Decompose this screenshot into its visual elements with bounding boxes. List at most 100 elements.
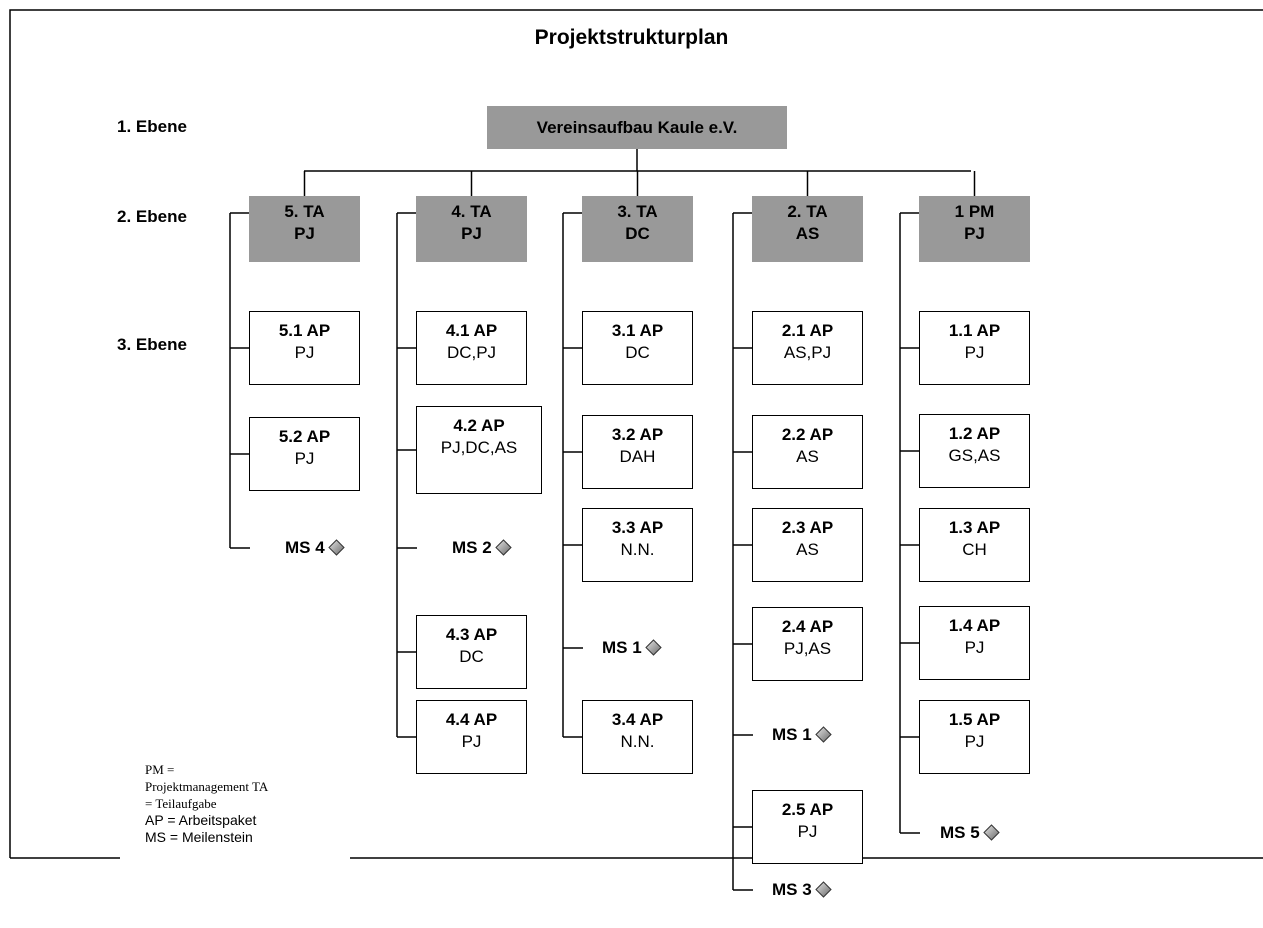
work-package-node: 2.1 AP AS,PJ: [752, 311, 863, 385]
diagram-title: Projektstrukturplan: [534, 26, 729, 49]
work-package-code: 1.5 AP: [948, 710, 1001, 729]
work-package-node: 4.4 AP PJ: [416, 700, 527, 774]
work-package-code: 2.4 AP: [781, 617, 834, 636]
work-package-owner: DC,PJ: [446, 343, 497, 362]
milestone-label: MS 5: [940, 823, 980, 842]
task-code: 3. TA: [617, 202, 658, 221]
task-code: 5. TA: [284, 202, 325, 221]
work-package-code: 3.1 AP: [611, 321, 664, 340]
legend-line-1: PM =: [145, 762, 175, 777]
task-owner: DC: [625, 224, 650, 243]
legend: PM = Projektmanagement TA = Teilaufgabe …: [145, 761, 335, 846]
work-package-owner: PJ: [294, 343, 315, 362]
work-package-code: 1.4 AP: [948, 616, 1001, 635]
task-node: 3. TA DC: [582, 196, 693, 262]
work-package-node: 4.2 AP PJ,DC,AS: [416, 406, 542, 494]
legend-line-2: Projektmanagement TA: [145, 779, 269, 794]
milestone: MS 1: [602, 638, 662, 658]
milestone-label: MS 1: [772, 725, 812, 744]
task-owner: PJ: [964, 224, 985, 243]
milestone: MS 4: [285, 538, 345, 558]
work-package-code: 3.2 AP: [611, 425, 664, 444]
milestone-diamond-icon: [814, 726, 832, 743]
work-package-node: 5.1 AP PJ: [249, 311, 360, 385]
milestone: MS 5: [940, 823, 1000, 843]
work-package-node: 2.5 AP PJ: [752, 790, 863, 864]
task-node: 5. TA PJ: [249, 196, 360, 262]
work-package-owner: CH: [962, 540, 987, 559]
legend-line-5: MS = Meilenstein: [145, 829, 253, 845]
work-package-code: 4.3 AP: [445, 625, 498, 644]
work-package-owner: DC: [625, 343, 650, 362]
task-owner: PJ: [461, 224, 482, 243]
work-package-code: 1.1 AP: [948, 321, 1001, 340]
milestone-diamond-icon: [327, 539, 345, 556]
work-package-node: 1.5 AP PJ: [919, 700, 1030, 774]
milestone-label: MS 4: [285, 538, 325, 557]
milestone-diamond-icon: [814, 881, 832, 898]
milestone: MS 2: [452, 538, 512, 558]
work-package-owner: PJ: [964, 732, 985, 751]
milestone-diamond-icon: [644, 639, 662, 656]
work-package-node: 3.3 AP N.N.: [582, 508, 693, 582]
work-package-node: 1.1 AP PJ: [919, 311, 1030, 385]
work-package-owner: GS,AS: [948, 446, 1001, 465]
work-package-code: 2.3 AP: [781, 518, 834, 537]
work-package-owner: PJ: [964, 343, 985, 362]
milestone-diamond-icon: [494, 539, 512, 556]
work-package-code: 3.3 AP: [611, 518, 664, 537]
legend-line-4: AP = Arbeitspaket: [145, 812, 257, 828]
milestone-label: MS 1: [602, 638, 642, 657]
work-package-owner: PJ,DC,AS: [440, 438, 518, 457]
milestone: MS 1: [772, 725, 832, 745]
legend-line-3: = Teilaufgabe: [145, 796, 217, 811]
milestone-diamond-icon: [982, 824, 1000, 841]
level-3-label: 3. Ebene: [117, 335, 187, 354]
work-package-owner: N.N.: [620, 732, 655, 751]
work-package-code: 4.2 AP: [453, 416, 505, 435]
task-node: 2. TA AS: [752, 196, 863, 262]
work-package-owner: PJ: [294, 449, 315, 468]
work-package-code: 1.3 AP: [948, 518, 1001, 537]
work-package-code: 2.1 AP: [781, 321, 834, 340]
work-package-code: 4.4 AP: [445, 710, 498, 729]
work-package-node: 1.3 AP CH: [919, 508, 1030, 582]
milestone-label: MS 3: [772, 880, 812, 899]
work-package-owner: AS: [796, 540, 819, 559]
milestone: MS 3: [772, 880, 832, 900]
work-package-owner: PJ: [964, 638, 985, 657]
task-code: 2. TA: [787, 202, 828, 221]
work-package-owner: PJ: [461, 732, 482, 751]
work-package-owner: DAH: [619, 447, 656, 466]
work-package-code: 4.1 AP: [445, 321, 498, 340]
task-node: 4. TA PJ: [416, 196, 527, 262]
work-package-owner: DC: [459, 647, 484, 666]
work-package-code: 1.2 AP: [948, 424, 1001, 443]
level-1-label: 1. Ebene: [117, 117, 187, 136]
work-package-node: 2.3 AP AS: [752, 508, 863, 582]
task-code: 1 PM: [954, 202, 995, 221]
task-owner: PJ: [294, 224, 315, 243]
work-package-node: 4.3 AP DC: [416, 615, 527, 689]
root-node: Vereinsaufbau Kaule e.V.: [487, 106, 787, 149]
work-package-node: 3.1 AP DC: [582, 311, 693, 385]
work-package-owner: AS,PJ: [783, 343, 832, 362]
work-package-node: 3.2 AP DAH: [582, 415, 693, 489]
work-package-owner: N.N.: [620, 540, 655, 559]
work-package-node: 1.2 AP GS,AS: [919, 414, 1030, 488]
task-node: 1 PM PJ: [919, 196, 1030, 262]
work-package-owner: PJ: [797, 822, 818, 841]
level-2-label: 2. Ebene: [117, 207, 187, 226]
work-package-code: 2.2 AP: [781, 425, 834, 444]
work-package-code: 3.4 AP: [611, 710, 664, 729]
work-package-node: 4.1 AP DC,PJ: [416, 311, 527, 385]
work-package-node: 3.4 AP N.N.: [582, 700, 693, 774]
work-package-code: 2.5 AP: [781, 800, 834, 819]
work-package-code: 5.1 AP: [278, 321, 331, 340]
task-code: 4. TA: [451, 202, 492, 221]
task-owner: AS: [795, 224, 820, 243]
